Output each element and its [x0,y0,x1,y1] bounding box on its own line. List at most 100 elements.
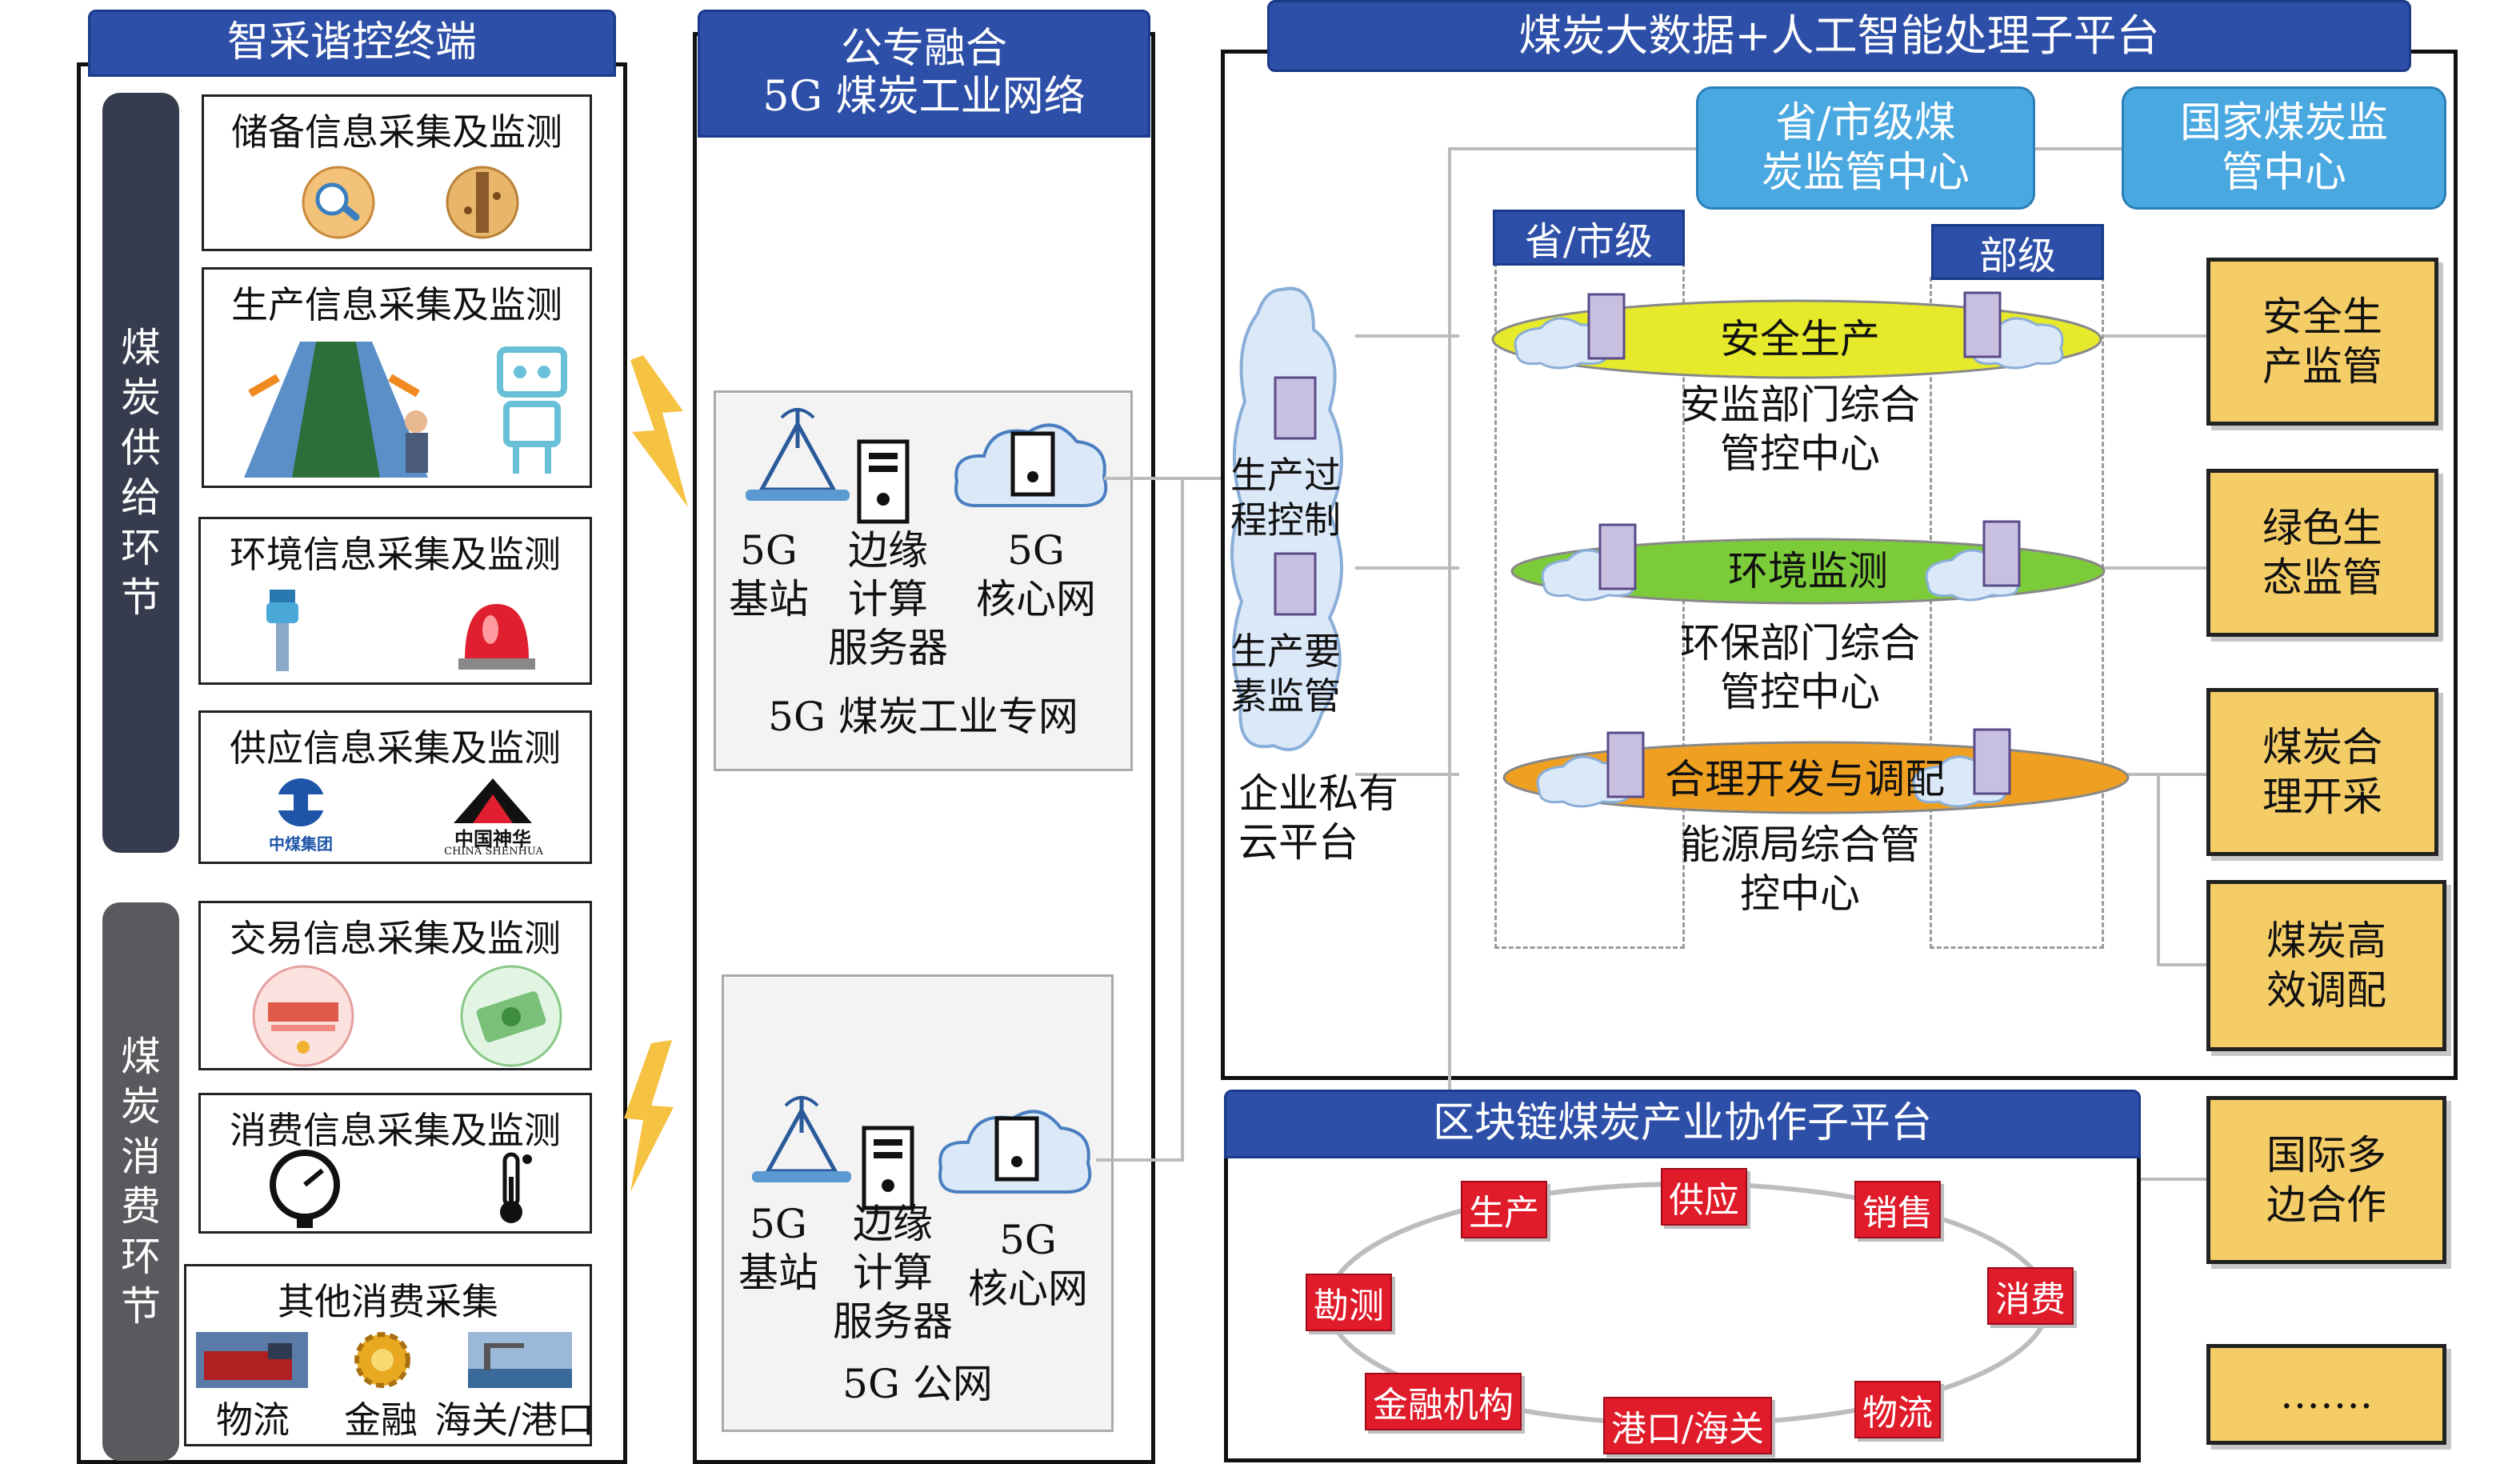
bigdata-title: 煤炭大数据+人工智能处理子平台 [1267,0,2411,72]
consume-band-label: 煤炭消费环节 [121,1033,161,1330]
provincial-level-tag: 省/市级 [1493,210,1685,266]
reserve-card: 储备信息采集及监测 [202,94,592,251]
connector-line [2157,773,2160,965]
connector-line [1096,1158,1184,1162]
connector-line [1448,147,1696,150]
rational-mining-label: 煤炭合 理开采 [2262,723,2382,821]
supply-card: 供应信息采集及监测 中煤集团 中国神华 CHINA SHENHUA [198,710,592,864]
connector-line [2102,773,2206,776]
efficient-dispatch-label: 煤炭高 效调配 [2266,917,2386,1014]
more-box-label: ……. [2280,1370,2373,1418]
node-survey: 勘测 [1306,1274,1392,1331]
development-center-label: 能源局综合管 控中心 [1680,822,1920,917]
core-network-cloud-icon [954,423,1108,507]
shenhua-logo-subtext: CHINA SHENHUA [444,846,543,858]
safety-ring [1491,291,2102,379]
environment-card-title: 环境信息采集及监测 [230,533,561,576]
supply-band-label: 煤炭供给环节 [121,324,161,622]
public-base-label: 5G 基站 [738,1201,818,1296]
private-cloud-caption: 企业私有 云平台 [1238,770,1398,866]
development-ring-label: 合理开发与调配 [1665,756,1945,802]
edge-server-icon [857,439,910,524]
ecology-supervision-label: 绿色生 态监管 [2262,504,2382,602]
other-item-customs: 海关/港口 [434,1398,594,1442]
node-port-customs: 港口/海关 [1603,1397,1772,1454]
cloud-item-factor-supervision: 生产要 素监管 [1230,630,1341,718]
connector-line [2157,963,2206,966]
provincial-center-label: 省/市级煤 炭监管中心 [1761,98,1970,197]
base-station-icon [746,408,850,501]
node-sales: 销售 [1854,1181,1941,1238]
other-item-logistics: 物流 [216,1398,290,1442]
connector-line [2102,334,2206,338]
shenhua-logo-text: 中国神华 [454,827,531,850]
provincial-center: 省/市级煤 炭监管中心 [1696,86,2035,210]
connector-line [1448,147,1451,1099]
supply-card-title: 供应信息采集及监测 [230,726,561,770]
national-center: 国家煤炭监 管中心 [2122,86,2446,210]
other-consumption-card: 其他消费采集 物流 金融 海关/港口 [184,1264,594,1446]
private-core-label: 5G 核心网 [976,527,1096,622]
private-edge-label: 边缘 计算 服务器 [828,527,948,671]
soil-layer-icon [446,166,519,239]
pressure-gauge-icon [270,1150,340,1228]
public-edge-label: 边缘 计算 服务器 [833,1201,953,1345]
lightning-bolt-icon [630,355,688,507]
ecology-supervision-box: 绿色生 态监管 [2206,469,2438,637]
national-center-label: 国家煤炭监 管中心 [2179,98,2388,197]
safety-supervision-box: 安全生 产监管 [2206,258,2438,426]
terminal-title: 智采谐控终端 [88,10,616,77]
efficient-dispatch-box: 煤炭高 效调配 [2206,880,2446,1051]
connector-line [1355,334,1459,338]
alarm-light-icon [458,604,535,670]
private-base-label: 5G 基站 [729,527,809,622]
private-network-caption: 5G 煤炭工业专网 [768,694,1078,740]
robot-icon [497,346,567,474]
consume-band: 煤炭消费环节 [102,902,179,1461]
environment-ring [1510,520,2106,605]
assembly-line-icon [244,342,428,478]
safety-ring-label: 安全生产 [1720,316,1880,362]
public-network-caption: 5G 公网 [842,1361,993,1407]
private-cloud-icon [1230,286,1343,751]
zhongmei-logo-icon [268,778,334,826]
port-image [468,1332,572,1388]
safety-center-label: 安监部门综合 管控中心 [1680,382,1920,477]
lightning-bolt-icon [624,1040,674,1192]
environment-card: 环境信息采集及监测 [198,517,592,685]
public-network-box [722,974,1114,1432]
network-title: 公专融合 5G 煤炭工业网络 [698,10,1150,138]
reserve-card-title: 储备信息采集及监测 [231,110,562,154]
ministry-level-tag: 部级 [1931,224,2104,280]
connector-line [2032,147,2128,150]
trade-chart-icon [252,965,354,1067]
cloud-item-process-control: 生产过 程控制 [1230,454,1341,542]
production-card: 生产信息采集及监测 [202,267,592,488]
trade-card: 交易信息采集及监测 [198,901,592,1070]
consumption-card: 消费信息采集及监测 [198,1093,592,1234]
base-station-icon [752,1096,851,1182]
connector-line [1355,773,1459,776]
supply-band: 煤炭供给环节 [102,93,179,853]
international-cooperation-label: 国际多 边合作 [2266,1131,2386,1229]
development-ring [1502,728,2130,814]
node-production: 生产 [1461,1181,1547,1238]
network-title-text: 公专融合 5G 煤炭工业网络 [762,25,1086,121]
gear-coins-image [354,1332,410,1388]
core-network-cloud-icon [938,1110,1092,1194]
other-consumption-card-title: 其他消费采集 [278,1280,498,1323]
trade-card-title: 交易信息采集及监测 [230,917,561,960]
more-box: ……. [2206,1344,2446,1445]
environment-center-label: 环保部门综合 管控中心 [1680,620,1920,715]
sensor-pole-icon [266,590,298,671]
connector-line [1104,477,1232,480]
safety-supervision-label: 安全生 产监管 [2262,293,2382,390]
connector-line [1181,477,1184,1162]
connector-line [2102,566,2206,570]
node-consumption: 消费 [1987,1267,2074,1325]
zhongmei-logo-text: 中煤集团 [269,834,333,854]
drill-core-icon [302,166,375,239]
environment-ring-label: 环境监测 [1728,548,1888,594]
node-finance: 金融机构 [1365,1373,1522,1430]
other-item-finance: 金融 [344,1398,418,1442]
